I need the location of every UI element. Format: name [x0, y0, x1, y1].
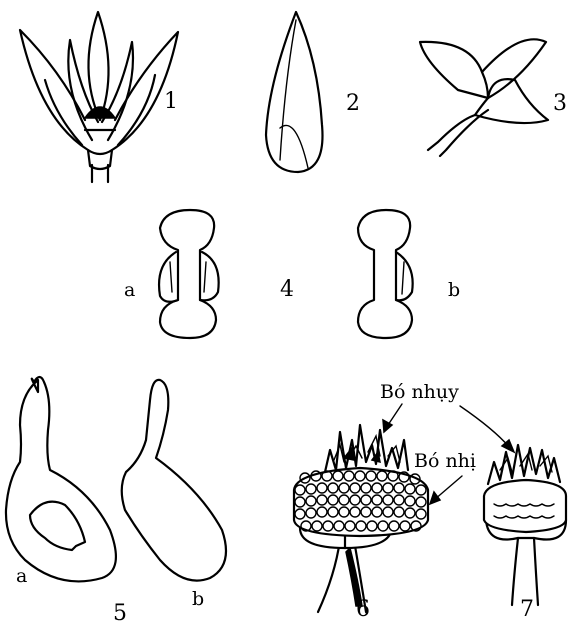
- figure-4b-letter: b: [448, 279, 460, 301]
- figure-4-number: 4: [280, 277, 294, 302]
- figure-7-flower-head: [484, 445, 566, 605]
- figure-2-petal: [266, 12, 323, 172]
- figure-3-bract: [420, 39, 548, 156]
- figure-5a-organ: [6, 377, 116, 581]
- figure-2-number: 2: [346, 91, 360, 116]
- figure-5b-organ: [122, 380, 226, 581]
- stamen-arrow-fig6: [430, 476, 462, 504]
- figure-5b-letter: b: [192, 588, 204, 610]
- pistil-bundle-label: Bó nhụy: [380, 381, 459, 403]
- figure-7-number: 7: [520, 597, 534, 622]
- figure-6-flower-head: [294, 425, 428, 612]
- figure-4a-letter: a: [124, 279, 135, 301]
- figure-5-number: 5: [113, 601, 127, 622]
- figure-1-number: 1: [164, 89, 178, 114]
- pistil-arrow-fig6: [383, 404, 402, 432]
- figure-3-number: 3: [553, 91, 567, 116]
- stamen-bundle-label: Bó nhị: [414, 450, 476, 472]
- figure-4a-anther: [159, 210, 219, 338]
- figure-5a-letter: a: [16, 565, 27, 587]
- figure-4b-anther: [358, 210, 413, 338]
- figure-1-flower: [20, 12, 178, 182]
- pistil-arrow-fig7: [460, 406, 514, 452]
- figure-6-number: 6: [356, 597, 370, 622]
